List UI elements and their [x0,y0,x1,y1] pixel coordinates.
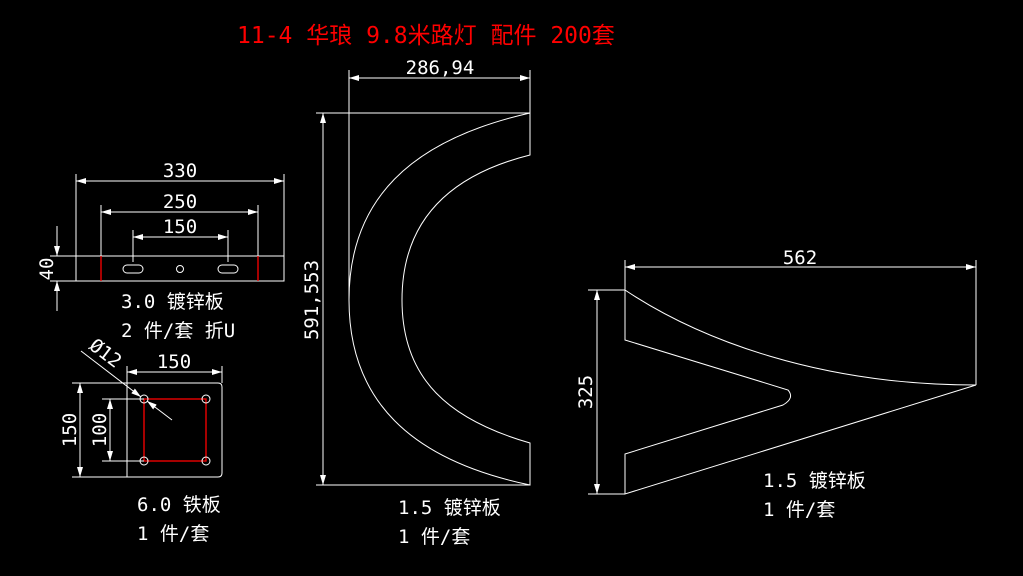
drawing-title: 11-4 华琅 9.8米路灯 配件 200套 [237,23,615,49]
hole [201,456,211,466]
dim-height: 40 [36,258,58,281]
extension-lines [50,174,285,282]
quantity-label: 2 件/套 折U [121,320,235,342]
dim-hole-diameter: Ø12 [85,334,126,372]
dim-width: 150 [157,351,191,373]
arc-plate-outline [348,112,531,486]
leader-line [80,350,142,398]
extension-lines [316,70,531,486]
part-gusset-plate: 562 325 1.5 镀锌板 1 件/套 [575,247,977,521]
part-arc-plate: 286,94 591,553 1.5 镀锌板 1 件/套 [301,57,531,548]
dim-overall: 330 [163,160,197,182]
slot [217,264,239,274]
leader-line [146,400,173,421]
material-label: 1.5 镀锌板 [763,470,866,492]
plate-outline [126,382,223,478]
extension-lines [588,260,977,495]
dim-width: 562 [783,247,817,269]
hole [176,265,184,273]
bracket-outline [75,255,285,282]
dim-height: 150 [59,413,81,447]
hole [201,394,211,404]
dim-bend: 250 [163,191,197,213]
quantity-label: 1 件/套 [763,499,835,521]
part-u-bracket: 330 250 150 40 3.0 镀锌板 2 件/套 折U [36,160,285,342]
hole-pattern [143,398,207,462]
dim-slots: 150 [163,216,197,238]
slot [122,264,144,274]
material-label: 1.5 镀锌板 [398,497,501,519]
material-label: 6.0 铁板 [137,494,221,516]
dim-hole-spacing: 100 [89,413,111,447]
dim-height: 325 [575,375,597,409]
quantity-label: 1 件/套 [137,523,209,545]
part-base-plate: 150 150 100 Ø12 6.0 铁板 1 件/套 [59,334,223,545]
dim-height: 591,553 [301,260,323,340]
material-label: 3.0 镀锌板 [121,291,224,313]
gusset-outline [624,289,977,495]
quantity-label: 1 件/套 [398,526,470,548]
dim-width: 286,94 [406,57,475,79]
